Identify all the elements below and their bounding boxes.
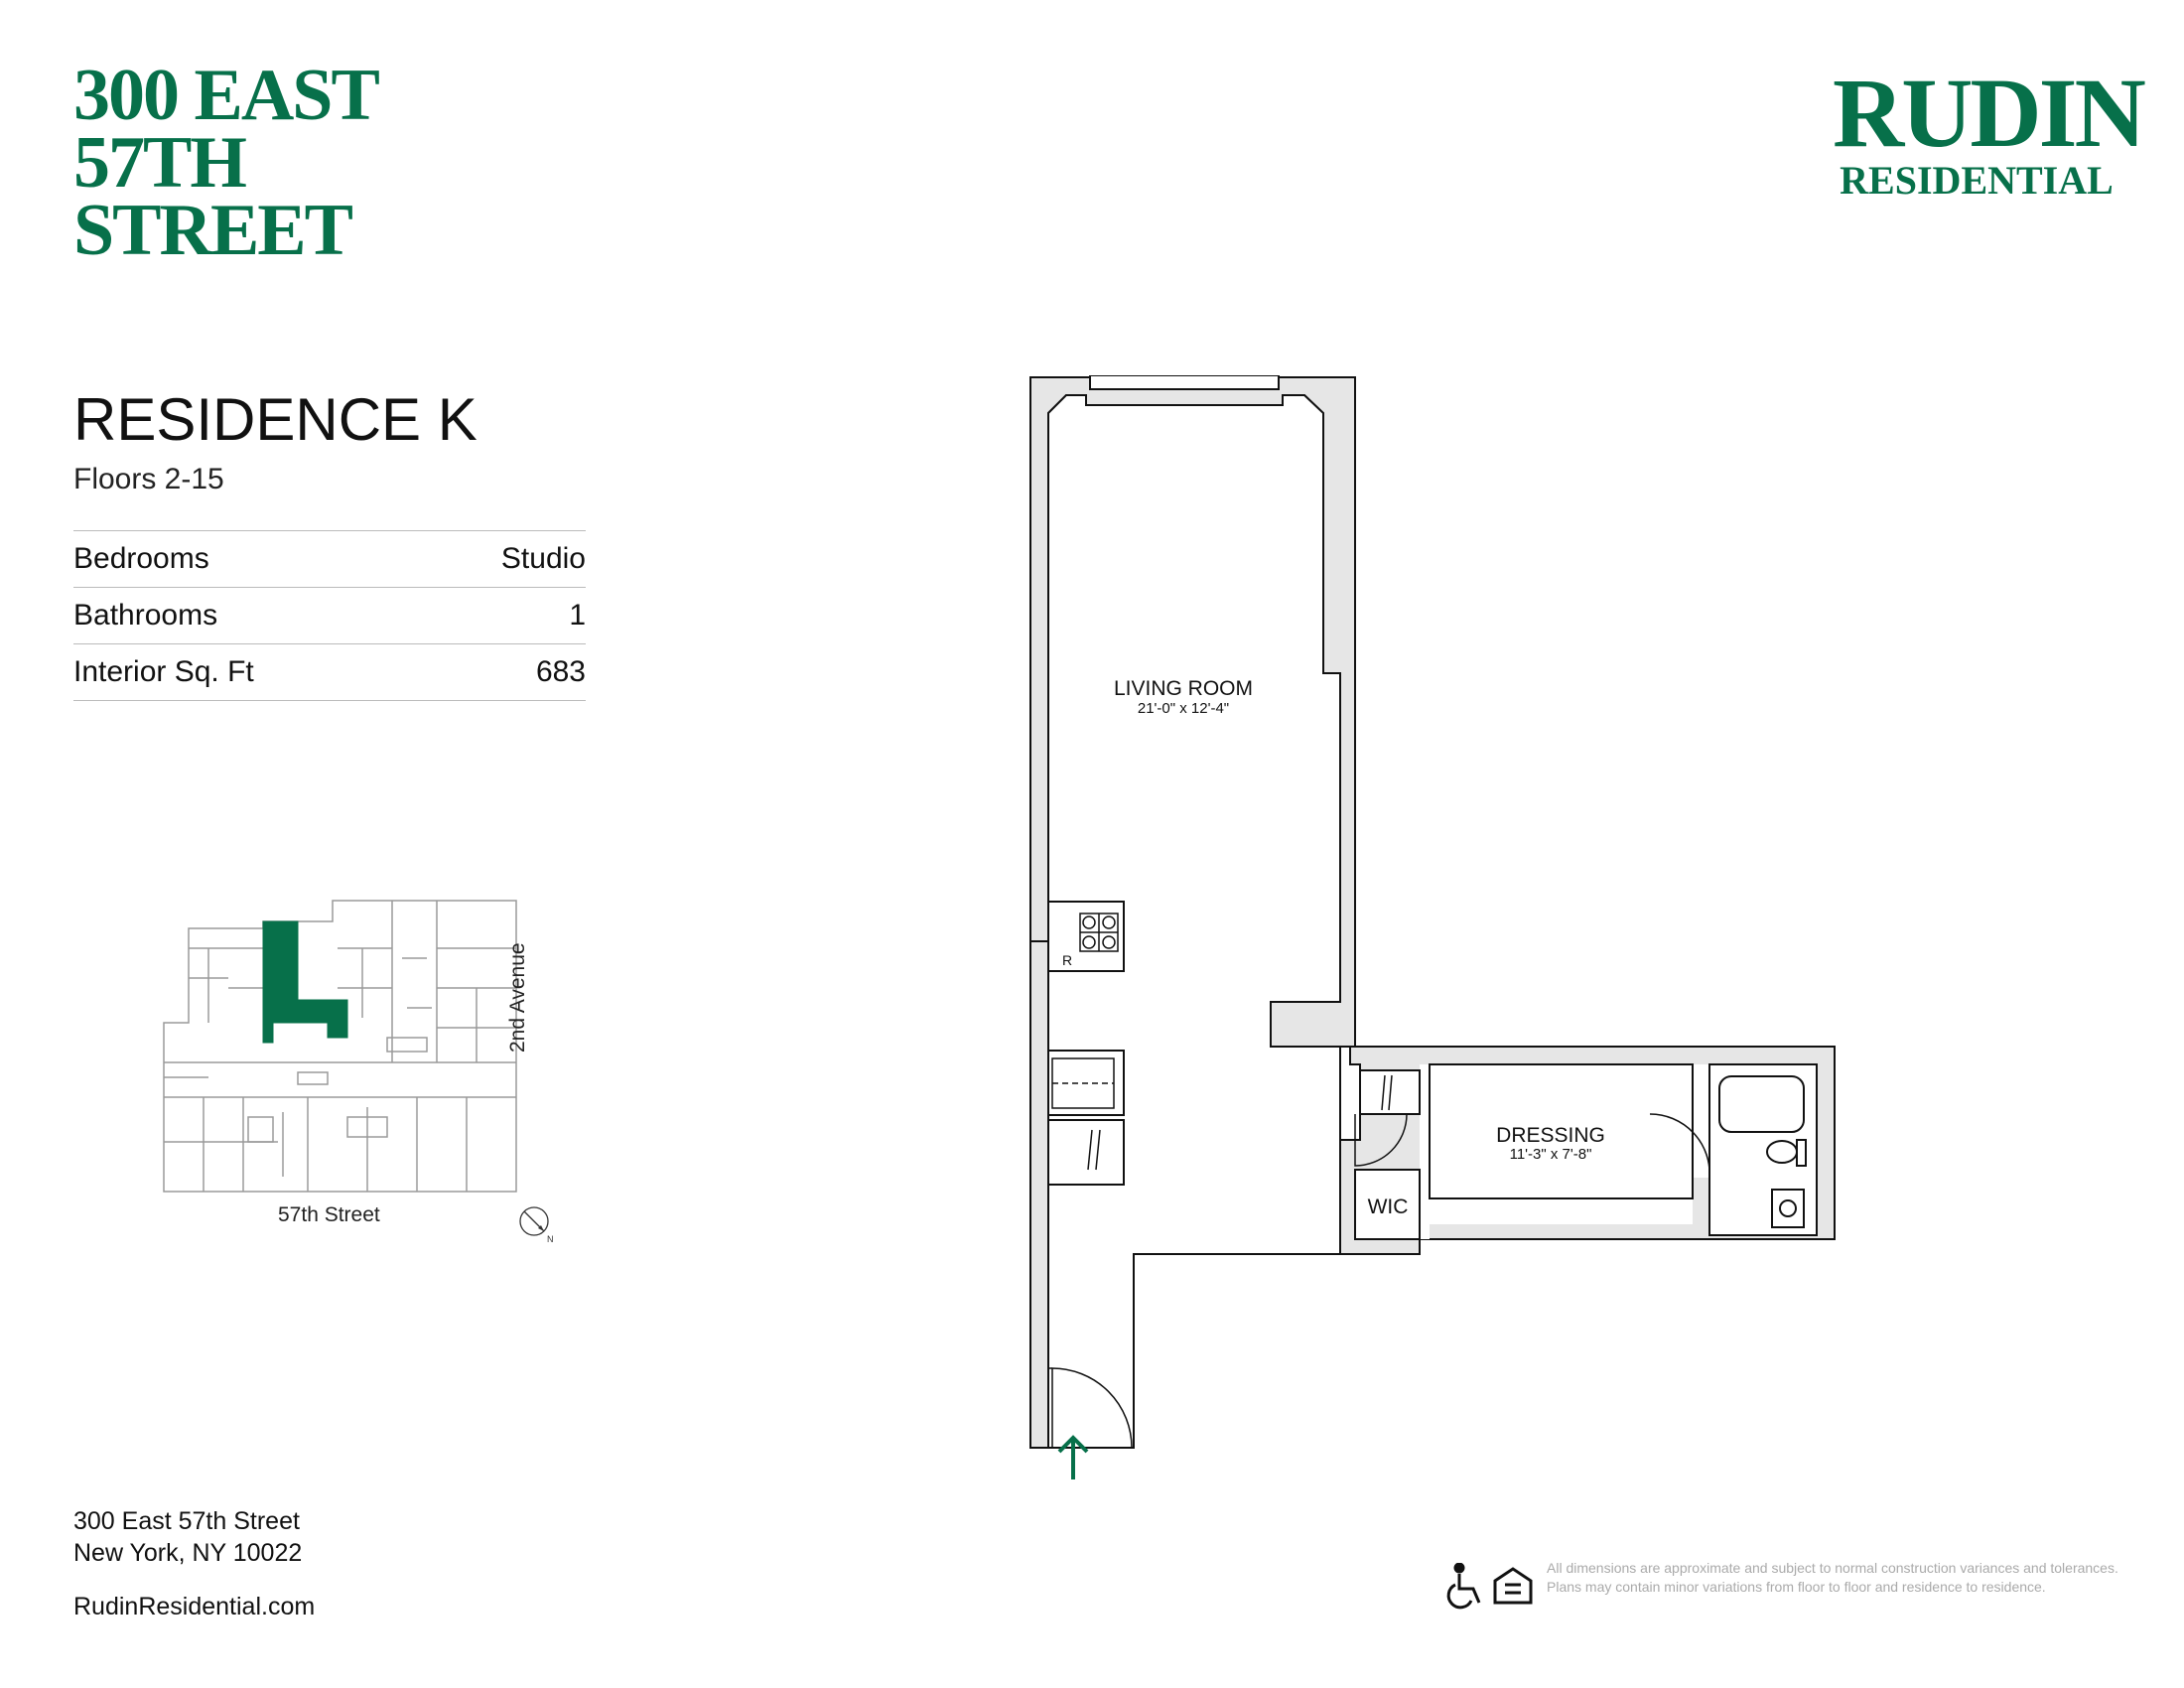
compass-icon: N: [519, 1206, 554, 1243]
rudin-residential-logo: RUDIN RESIDENTIAL: [1833, 58, 2146, 203]
floor-plan: LIVING ROOM 21'-0" x 12'-4" DRESSING 11'…: [1029, 375, 1836, 1479]
spec-value: Studio: [500, 542, 586, 575]
equal-housing-opportunity-icon: [1493, 1567, 1533, 1605]
disclaimer: All dimensions are approximate and subje…: [1547, 1560, 2118, 1595]
wheelchair-accessible-icon: [1446, 1563, 1481, 1610]
logo-line-2: RESIDENTIAL: [1840, 158, 2114, 203]
spec-label: Interior Sq. Ft: [73, 655, 254, 688]
accessibility-icons: [1446, 1563, 1533, 1610]
living-room-dimensions: 21'-0" x 12'-4": [1138, 700, 1229, 717]
spec-value: 1: [569, 599, 586, 632]
key-plan: [163, 900, 517, 1193]
address-line-2: New York, NY 10022: [73, 1539, 303, 1567]
spec-row-interior-sqft: Interior Sq. Ft 683: [73, 644, 586, 701]
avenue-label: 2nd Avenue: [506, 942, 529, 1053]
entry-arrow-icon: [1057, 1435, 1089, 1479]
wic-label: WIC: [1368, 1196, 1409, 1218]
highlighted-residence: [262, 920, 348, 1044]
spec-value: 683: [535, 655, 586, 688]
dressing-dimensions: 11'-3" x 7'-8": [1510, 1146, 1592, 1163]
range-label: R: [1062, 952, 1072, 968]
compass-north-label: N: [547, 1234, 554, 1243]
spec-label: Bedrooms: [73, 542, 209, 575]
living-room-label: LIVING ROOM: [1114, 677, 1253, 700]
spec-row-bathrooms: Bathrooms 1: [73, 588, 586, 644]
building-name-line-1: 300 EAST: [73, 55, 380, 136]
dressing-label: DRESSING: [1496, 1124, 1605, 1147]
building-name-line-3: STREET: [73, 190, 353, 271]
building-name: 300 EAST 57TH STREET: [73, 55, 380, 271]
website-link[interactable]: RudinResidential.com: [73, 1593, 316, 1620]
logo-line-1: RUDIN: [1833, 58, 2146, 168]
specs-table: Bedrooms Studio Bathrooms 1 Interior Sq.…: [73, 530, 586, 701]
spec-label: Bathrooms: [73, 599, 218, 632]
address-line-1: 300 East 57th Street: [73, 1507, 300, 1535]
street-label: 57th Street: [278, 1203, 380, 1226]
spec-row-bedrooms: Bedrooms Studio: [73, 531, 586, 588]
residence-title: RESIDENCE K: [73, 386, 478, 453]
building-name-line-2: 57TH: [73, 122, 247, 204]
residence-floors: Floors 2-15: [73, 463, 224, 495]
address: 300 East 57th Street New York, NY 10022: [73, 1505, 302, 1569]
